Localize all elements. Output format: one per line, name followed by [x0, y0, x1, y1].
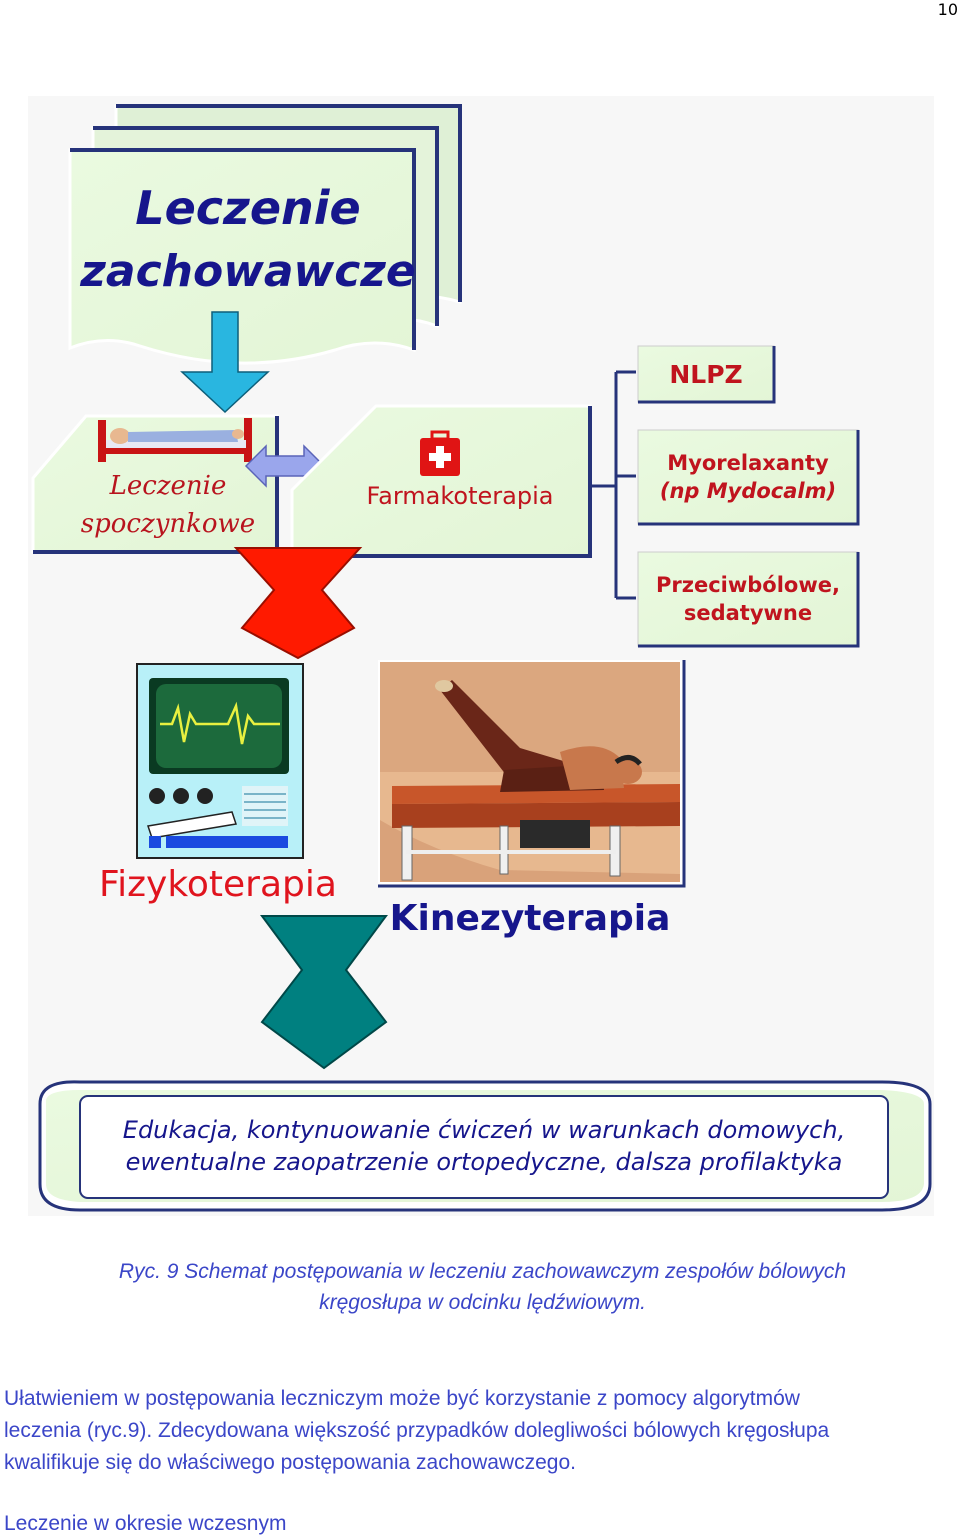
drug-box-nlpz-label: NLPZ — [669, 360, 742, 389]
body-line2: leczenia (ryc.9). Zdecydowana większość … — [4, 1419, 830, 1442]
arrow-down-red — [233, 547, 363, 660]
drug-box-nlpz: NLPZ — [637, 345, 776, 404]
page-number: 10 — [937, 0, 958, 19]
body-paragraph: Ułatwieniem w postępowania leczniczym mo… — [4, 1383, 960, 1479]
figure-caption: Ryc. 9 Schemat postępowania w leczeniu z… — [30, 1256, 935, 1318]
caption-line2: kręgosłupa w odcinku lędźwiowym. — [319, 1291, 646, 1314]
caption-line1: Ryc. 9 Schemat postępowania w leczeniu z… — [118, 1260, 847, 1283]
drug-box-painkillers: Przeciwbólowe, sedatywne — [637, 551, 860, 648]
kinesitherapy-label: Kinezyterapia — [390, 898, 671, 939]
education-line1: Edukacja, kontynuowanie ćwiczeń w warunk… — [123, 1116, 845, 1144]
section-heading: Leczenie w okresie wczesnym — [4, 1512, 287, 1535]
arrow-down-cyan — [180, 311, 270, 414]
body-line3: kwalifikuje się do właściwego postępowan… — [4, 1451, 576, 1474]
pharmacotherapy-label: Farmakoterapia — [367, 482, 554, 510]
education-banner: Edukacja, kontynuowanie ćwiczeń w warunk… — [38, 1080, 932, 1212]
treatment-algorithm-diagram: Leczenie zachowawcze Leczenie spoczynkow… — [31, 104, 932, 1212]
drug-box-myorelaxants-line1: Myorelaxanty — [667, 451, 829, 475]
drug-box-myorelaxants-line2: (np Mydocalm) — [660, 479, 836, 503]
arrow-down-teal — [260, 915, 388, 1070]
drug-box-painkillers-line1: Przeciwbólowe, — [656, 573, 840, 597]
physiotherapy-label: Fizykoterapia — [99, 864, 337, 905]
education-line2: ewentualne zaopatrzenie ortopedyczne, da… — [126, 1148, 843, 1176]
drug-box-myorelaxants: Myorelaxanty (np Mydocalm) — [637, 429, 860, 526]
rest-box-line1: Leczenie — [109, 471, 227, 501]
main-box-title-line1: Leczenie — [135, 181, 360, 235]
drug-bracket — [592, 370, 636, 600]
pharmacotherapy-box: Farmakoterapia — [290, 404, 592, 558]
first-aid-kit-icon — [420, 430, 460, 476]
main-box-title-line2: zachowawcze — [79, 246, 415, 297]
physiotherapy-monitor-icon — [136, 663, 304, 859]
drug-box-painkillers-line2: sedatywne — [684, 601, 812, 625]
kinesitherapy-photo — [378, 660, 686, 888]
rest-treatment-box: Leczenie spoczynkowe — [31, 414, 279, 554]
rest-box-line2: spoczynkowe — [81, 509, 255, 539]
main-document-box: Leczenie zachowawcze — [68, 104, 462, 365]
body-line1: Ułatwieniem w postępowania leczniczym mo… — [4, 1387, 800, 1410]
patient-in-bed-icon — [98, 418, 252, 462]
